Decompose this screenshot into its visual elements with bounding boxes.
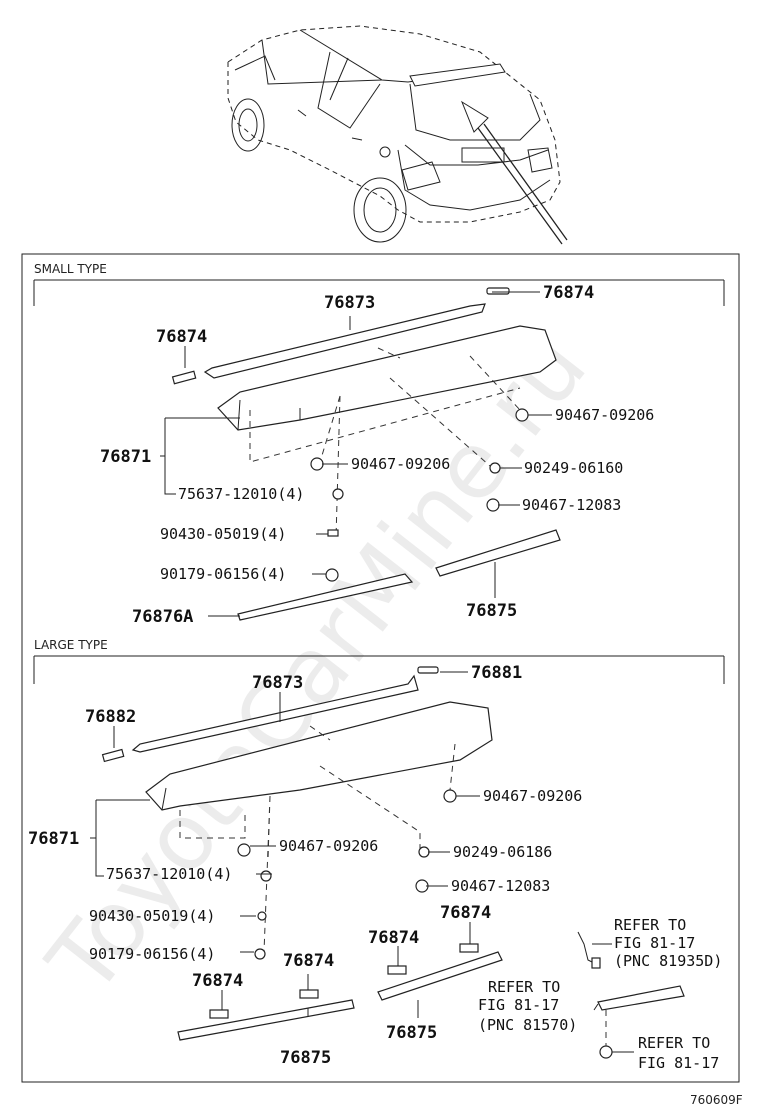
label-76873: 76873 [324, 293, 375, 313]
label-90467-12083: 90467-12083 [522, 496, 621, 514]
rear-spoiler-76871-large [145, 701, 493, 811]
label-76875-left: 76875 [280, 1048, 331, 1068]
label-90179-06156-large: 90179-06156(4) [89, 945, 215, 963]
refer2-line2: FIG 81-17 [478, 996, 559, 1014]
high-mount-stop-lamp [597, 985, 685, 1011]
clip-90467-09206-upper-large [443, 789, 457, 803]
nut-90249-06160 [489, 462, 501, 474]
label-90249-06160: 90249-06160 [524, 459, 623, 477]
nut-90179-06156 [325, 568, 339, 582]
refer1-line2: FIG 81-17 [614, 934, 695, 952]
cushion-76881 [417, 666, 439, 674]
clip-90467-09206-lower-large [237, 843, 251, 857]
label-76874-b: 76874 [283, 951, 334, 971]
small-type-title: SMALL TYPE [34, 262, 107, 276]
label-76874-left: 76874 [156, 327, 207, 347]
label-90467-09206-lower-large: 90467-09206 [279, 837, 378, 855]
lower-molding-76875-small [435, 529, 561, 577]
stud-75637-12010-large [260, 870, 272, 882]
outer-frame [21, 253, 740, 1083]
label-76871: 76871 [100, 447, 151, 467]
lamp-socket [599, 1045, 613, 1059]
washer-90430-05019-large [257, 911, 267, 921]
label-76875: 76875 [466, 601, 517, 621]
refer3-line1: REFER TO [638, 1034, 710, 1052]
lower-molding-76875-left [177, 999, 355, 1041]
small-type-section: SMALL TYPE 76873 76874 76874 76871 [21, 253, 740, 1083]
clip-90467-09206-lower [310, 457, 324, 471]
cushion-76874-d [459, 943, 479, 953]
refer1-line3: (PNC 81935D) [614, 952, 722, 970]
cushion-76874-a [209, 1009, 229, 1019]
label-75637-12010-large: 75637-12010(4) [106, 865, 232, 883]
label-76874-right: 76874 [543, 283, 594, 303]
label-90179-06156: 90179-06156(4) [160, 565, 286, 583]
label-76876A: 76876A [132, 607, 193, 627]
label-76874-d: 76874 [440, 903, 491, 923]
washer-90430-05019 [327, 529, 339, 537]
large-type-title: LARGE TYPE [34, 638, 108, 652]
label-76875-right: 76875 [386, 1023, 437, 1043]
nut-90179-06156-large [254, 948, 266, 960]
label-76871-large: 76871 [28, 829, 79, 849]
label-90467-12083-large: 90467-12083 [451, 877, 550, 895]
nut-90249-06186 [418, 846, 430, 858]
refer3-line2: FIG 81-17 [638, 1054, 719, 1072]
stud-75637-12010 [332, 488, 344, 500]
large-type-section: LARGE TYPE [28, 638, 725, 1072]
label-90467-09206-upper: 90467-09206 [555, 406, 654, 424]
rear-spoiler-molding-76873-large [131, 674, 419, 753]
clip-90467-12083 [486, 498, 500, 512]
refer1-line1: REFER TO [614, 916, 686, 934]
label-90430-05019: 90430-05019(4) [160, 525, 286, 543]
cushion-76882 [101, 748, 125, 763]
rear-spoiler-molding-76873-small [203, 303, 486, 379]
clip-90467-09206-upper [515, 408, 529, 422]
label-90430-05019-large: 90430-05019(4) [89, 907, 215, 925]
label-76874-a: 76874 [192, 971, 243, 991]
refer2-line1: REFER TO [488, 978, 560, 996]
lower-molding-76875-right [377, 951, 503, 1001]
label-90467-09206-upper-large: 90467-09206 [483, 787, 582, 805]
cushion-76874-b [299, 989, 319, 999]
label-90467-09206-lower: 90467-09206 [351, 455, 450, 473]
label-75637-12010: 75637-12010(4) [178, 485, 304, 503]
refer2-line3: (PNC 81570) [478, 1016, 577, 1034]
cushion-76874-right [486, 287, 510, 295]
label-90249-06186: 90249-06186 [453, 843, 552, 861]
label-76873-large: 76873 [252, 673, 303, 693]
lamp-connector [591, 957, 601, 969]
rear-spoiler-76871-small [217, 325, 557, 431]
figure-id: 760609F [690, 1093, 743, 1107]
cushion-76874-c [387, 965, 407, 975]
label-76874-c: 76874 [368, 928, 419, 948]
label-76882: 76882 [85, 707, 136, 727]
cushion-76874-left [171, 370, 197, 385]
lower-molding-76876A [237, 573, 414, 621]
label-76881: 76881 [471, 663, 522, 683]
car-illustration [227, 25, 568, 245]
